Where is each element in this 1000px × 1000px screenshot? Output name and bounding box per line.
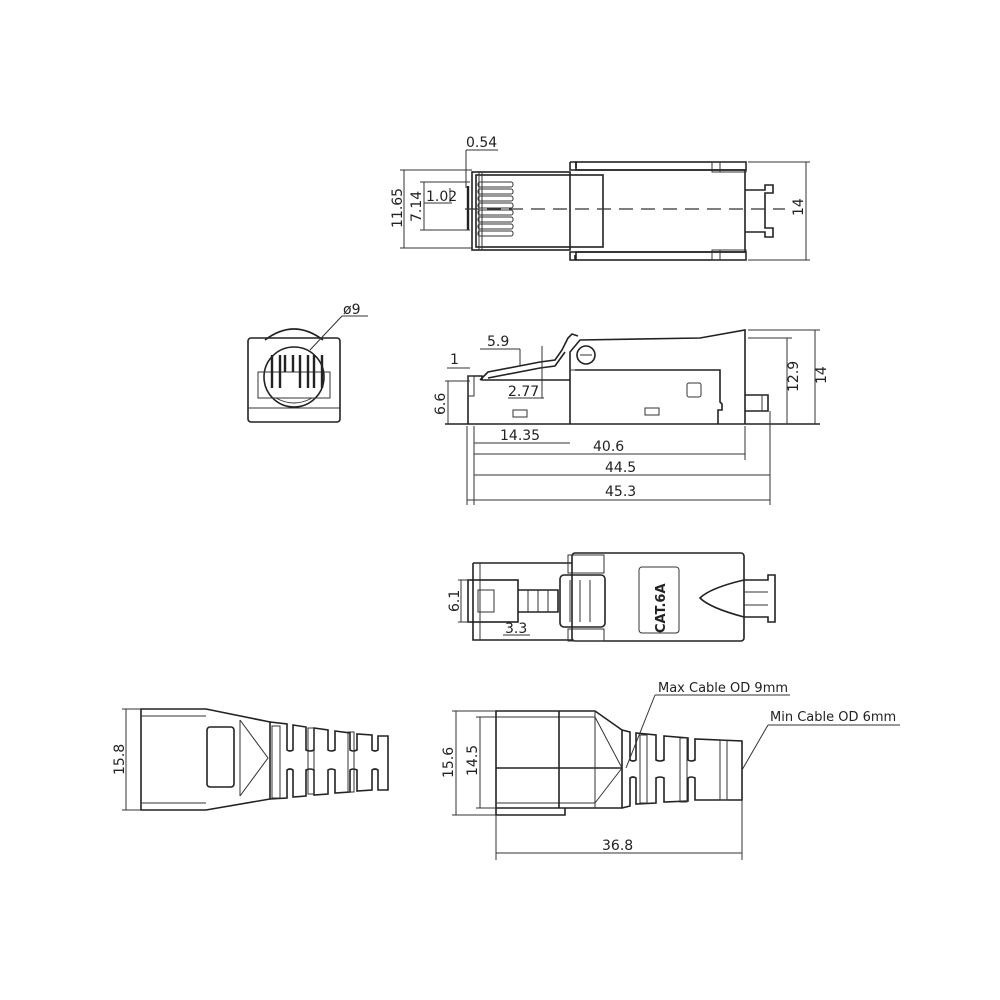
max-cable-callout: Max Cable OD 9mm — [658, 681, 788, 696]
dim-11.65: 11.65 — [390, 188, 406, 228]
dim-36.8: 36.8 — [602, 838, 633, 854]
dim-dia-9: ø9 — [343, 302, 360, 318]
dim-14.5: 14.5 — [465, 745, 481, 776]
dim-7.14: 7.14 — [409, 191, 425, 222]
dim-44.5: 44.5 — [605, 460, 636, 476]
cat6a-label: CAT.6A — [654, 583, 669, 633]
dim-6.1: 6.1 — [447, 590, 463, 612]
dim-14-side: 14 — [814, 366, 830, 384]
dim-0.54: 0.54 — [466, 135, 497, 151]
dim-15.6: 15.6 — [441, 747, 457, 778]
boot-view: 15.8 — [112, 708, 389, 811]
dim-1: 1 — [450, 352, 459, 368]
min-cable-callout: Min Cable OD 6mm — [770, 710, 896, 725]
dim-2.77: 2.77 — [508, 384, 539, 400]
bottom-view: CAT.6A 6.1 3.3 — [447, 552, 776, 642]
dim-14-top: 14 — [791, 198, 807, 216]
side-view: 1 5.9 2.77 6.6 14.35 40.6 44.5 45.3 12.9… — [433, 329, 830, 505]
dim-6.6: 6.6 — [433, 393, 449, 415]
top-view: 0.54 11.65 7.14 1.02 14 — [390, 135, 810, 261]
dim-3.3: 3.3 — [505, 621, 527, 637]
dim-12.9: 12.9 — [786, 361, 802, 392]
dim-45.3: 45.3 — [605, 484, 636, 500]
end-view: ø9 — [247, 302, 368, 423]
dim-1.02: 1.02 — [426, 189, 457, 205]
dim-14.35: 14.35 — [500, 428, 540, 444]
assembly-view: Max Cable OD 9mm Min Cable OD 6mm 15.6 1… — [441, 681, 900, 860]
dim-5.9: 5.9 — [487, 334, 509, 350]
dim-40.6: 40.6 — [593, 439, 624, 455]
dim-15.8: 15.8 — [112, 744, 128, 775]
